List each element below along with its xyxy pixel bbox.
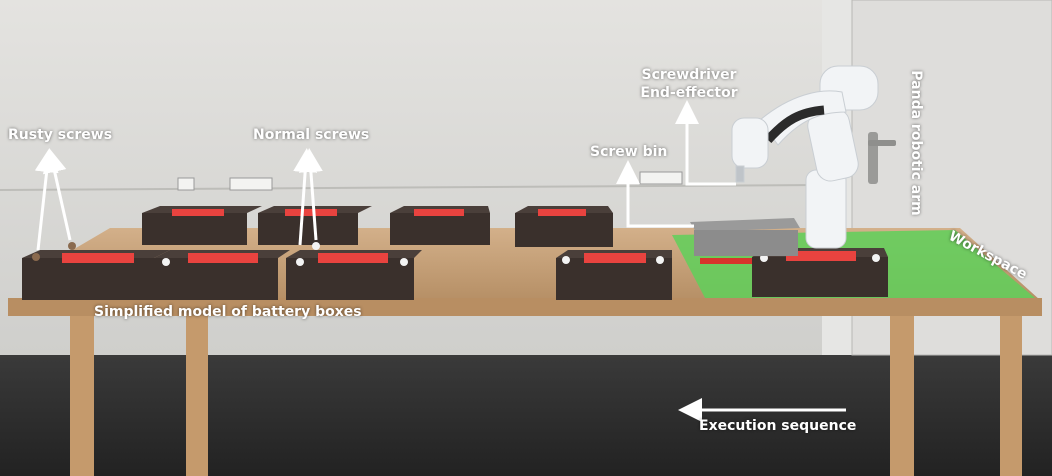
rusty-screws-label: Rusty screws [8, 127, 113, 143]
screwdriver-end-effector-label: Screwdriver End-effector [628, 66, 750, 102]
floor [0, 355, 1052, 476]
screwdriver-label-line2: End-effector [640, 85, 738, 101]
wall-outlets [177, 171, 683, 191]
battery-box [515, 206, 613, 247]
battery-box [154, 250, 290, 300]
battery-model-label: Simplified model of battery boxes [94, 304, 362, 320]
normal-screws-label: Normal screws [253, 127, 370, 143]
battery-box [22, 242, 170, 300]
workspace-red-strip [700, 258, 760, 264]
panda-arm-label: Panda robotic arm [908, 70, 924, 216]
annotation-arrows [34, 100, 846, 422]
screw-bin [690, 218, 800, 256]
screwdriver-label-line1: Screwdriver [641, 67, 737, 83]
panda-robot-arm [731, 65, 879, 249]
execution-sequence-label: Execution sequence [699, 418, 857, 434]
screw-bin-label: Screw bin [590, 144, 668, 160]
wall-trim [0, 184, 821, 191]
battery-box [556, 250, 672, 300]
battery-box [142, 206, 262, 245]
battery-box [390, 206, 490, 245]
battery-box [286, 242, 422, 300]
